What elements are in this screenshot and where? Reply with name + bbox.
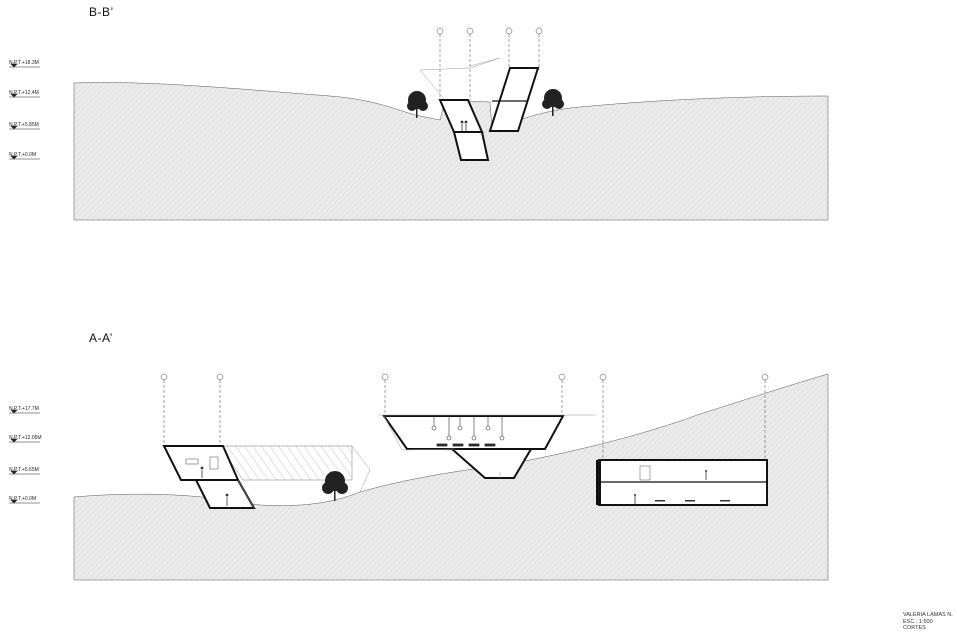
level-label-aa-4: N.P.T.+0.0M xyxy=(9,496,37,502)
grid-axes-bb xyxy=(436,27,543,100)
level-label-aa-1: N.P.T.+17.7M xyxy=(9,406,39,412)
credit-sheet: CORTES xyxy=(903,625,926,631)
tree-icon xyxy=(322,471,348,501)
section-aa xyxy=(9,373,829,581)
level-markers-bb xyxy=(9,63,40,160)
terrain-bb xyxy=(73,82,829,221)
level-label-bb-2: N.P.T.+12.4M xyxy=(9,90,39,96)
level-label-aa-2: N.P.T.+12.05M xyxy=(9,435,42,441)
grid-axes-aa xyxy=(160,373,769,460)
table-icon xyxy=(436,443,496,447)
level-markers-aa xyxy=(9,409,40,504)
section-title-bb: B-B’ xyxy=(89,5,114,19)
ramp-hatched xyxy=(219,445,353,481)
level-label-bb-3: N.P.T.+5.85M xyxy=(9,122,39,128)
person-icon xyxy=(460,120,468,131)
tree-icon xyxy=(542,89,564,116)
credit-author: VALERIA LAMAS N. xyxy=(903,612,953,618)
underground-volume xyxy=(596,459,768,506)
credit-scale: ESC.: 1:500 xyxy=(903,618,933,625)
section-title-aa: A-A’ xyxy=(89,331,113,345)
tree-icon xyxy=(407,91,428,118)
level-label-bb-4: N.P.T.+0.0M xyxy=(9,152,37,158)
person-icon xyxy=(200,466,229,506)
level-label-bb-1: N.P.T.+18.3M xyxy=(9,60,39,66)
level-label-aa-3: N.P.T.+5.65M xyxy=(9,467,39,473)
credits-block: VALERIA LAMAS N. ESC.: 1:500 CORTES xyxy=(903,612,953,632)
section-bb xyxy=(9,27,829,221)
volumes-bb xyxy=(438,67,540,161)
